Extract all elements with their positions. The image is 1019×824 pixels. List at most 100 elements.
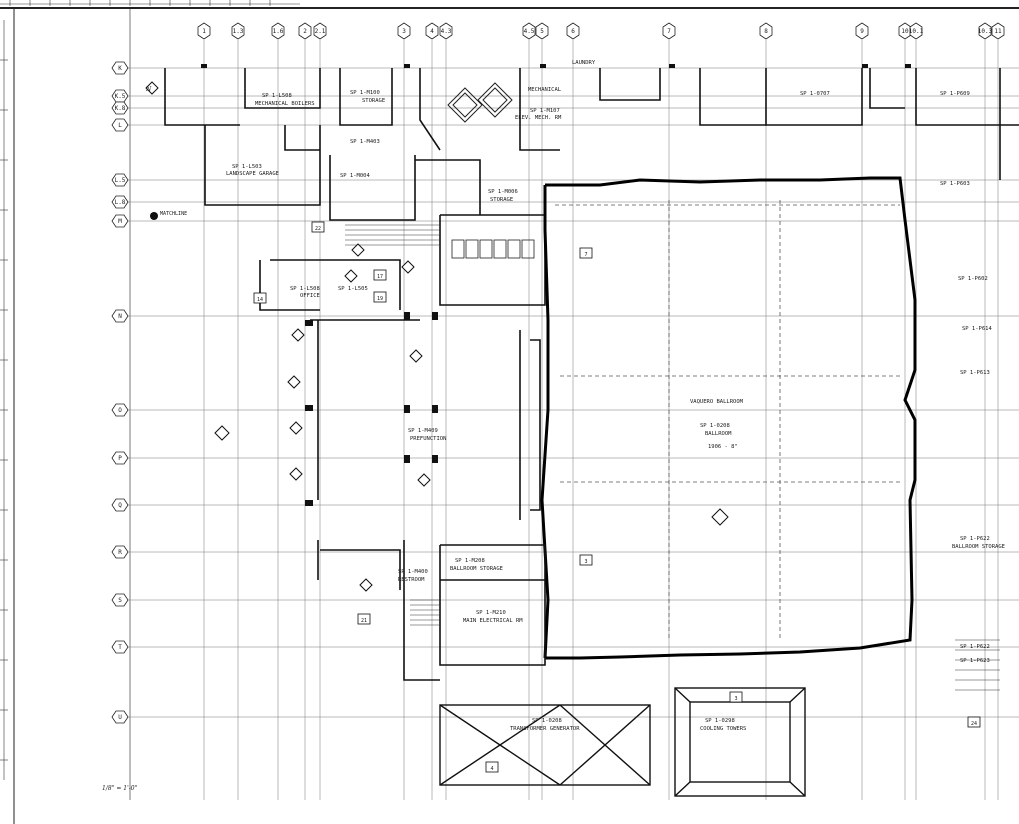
column-bubble — [231, 22, 245, 40]
matchline: MATCHLINE — [150, 211, 187, 220]
room-tag: SP 1-P602 — [958, 276, 988, 282]
row-label: L — [118, 122, 122, 129]
tag-label: 21 — [361, 618, 367, 624]
room-name: PREFUNCTION — [410, 436, 446, 442]
tag-label: 19 — [377, 296, 383, 302]
column-label: 1 — [202, 28, 206, 35]
column-bubble — [566, 22, 580, 40]
room-name: MECHANICAL — [528, 87, 562, 93]
row-label: T — [118, 644, 122, 651]
column-bubble — [522, 22, 536, 40]
row-label: L.5 — [115, 177, 126, 184]
hand-notes: 1/8" = 1'-0" N — [102, 86, 152, 792]
room-tag: SP 1-P603 — [940, 181, 970, 187]
column-markers — [201, 64, 911, 506]
top-ruler — [0, 0, 300, 6]
room-tag: SP 1-L508 — [262, 93, 292, 99]
room-tag: SP 1-0298 — [705, 718, 735, 724]
room-tag: SP 1-M409 — [408, 428, 438, 434]
column-bubble — [425, 22, 439, 40]
row-label: K.5 — [115, 93, 126, 100]
column-label: 10.1 — [909, 28, 924, 35]
column-bubble — [535, 22, 549, 40]
room-tag: SP 1-M403 — [350, 139, 380, 145]
ballroom-partitions — [555, 200, 900, 640]
room-tag: SP 1-P614 — [962, 326, 992, 332]
row-bubble — [111, 593, 129, 607]
scale-note: 1/8" = 1'-0" — [102, 785, 138, 792]
room-name: TRANSFORMER GENERATOR — [510, 726, 580, 732]
column-label: 10.3 — [978, 28, 993, 35]
tag-label: 17 — [377, 274, 383, 280]
room-tag: SP 1-0208 — [532, 718, 562, 724]
column-bubble — [313, 22, 327, 40]
stair-hatch — [345, 224, 1000, 691]
room-tag: SP 1-P622 — [960, 644, 990, 650]
tag-label: 4 — [490, 766, 493, 772]
room-tag: SP 1-M400 — [398, 569, 428, 575]
column-bubble — [978, 22, 992, 40]
tag-label: 22 — [315, 226, 321, 232]
row-label: L.8 — [115, 199, 126, 206]
tag-label: 14 — [257, 297, 263, 303]
column-label: 7 — [667, 28, 671, 35]
room-name: RESTROOM — [398, 577, 425, 583]
column-label: 6 — [571, 28, 575, 35]
tag-label: 7 — [584, 252, 587, 258]
row-bubble — [111, 309, 129, 323]
matchline-label: MATCHLINE — [160, 211, 187, 217]
sheet-border — [0, 7, 1019, 824]
room-labels: SP 1-L508 MECHANICAL BOILERS SP 1-M100 S… — [226, 60, 1005, 732]
row-bubble — [111, 545, 129, 559]
row-labels: K K.5 K.8 L L.5 L.8 M N O P Q R S T U — [115, 65, 126, 721]
row-label: K — [118, 65, 122, 72]
room-tag: SP 1-L505 — [338, 286, 368, 292]
room-tag: SP 1-M004 — [340, 173, 370, 179]
column-bubble — [397, 22, 411, 40]
column-bubble — [909, 22, 923, 40]
room-tag: SP 1-P613 — [960, 370, 990, 376]
row-label: O — [118, 407, 122, 414]
column-label: 4.5 — [524, 28, 535, 35]
row-bubble — [111, 61, 129, 75]
room-tag: SP 1-M208 — [455, 558, 485, 564]
column-bubble — [271, 22, 285, 40]
row-bubble — [111, 451, 129, 465]
room-name: LAUNDRY — [572, 60, 596, 66]
column-bubble — [855, 22, 869, 40]
area-note: 1906 - 8" — [708, 444, 738, 450]
room-tag: SP 1-0707 — [800, 91, 830, 97]
column-labels: 1 1.3 1.6 2 2.1 3 4 4.3 4.5 5 6 7 8 9 10… — [202, 28, 1002, 35]
room-name: VAQUERO BALLROOM — [690, 399, 744, 405]
column-label: 2.1 — [315, 28, 326, 35]
row-label: K.8 — [115, 105, 126, 112]
column-bubble — [197, 22, 211, 40]
row-label: R — [118, 549, 122, 556]
room-tag: SP 1-L508 — [290, 286, 320, 292]
row-grid-lines — [128, 67, 1019, 718]
room-name: BALLROOM — [705, 431, 732, 437]
room-tag: SP 1-L503 — [232, 164, 262, 170]
row-label: S — [118, 597, 122, 604]
row-label: U — [118, 714, 122, 721]
row-bubble — [111, 214, 129, 228]
column-label: 5 — [540, 28, 544, 35]
column-label: 1.3 — [233, 28, 244, 35]
tag-label: 3 — [734, 696, 737, 702]
room-tag: SP 1-M107 — [530, 108, 560, 114]
room-name: LANDSCAPE GARAGE — [226, 171, 279, 177]
room-name: MAIN ELECTRICAL RM — [463, 618, 523, 624]
column-bubble — [991, 22, 1005, 40]
room-tag: SP 1-P622 — [960, 536, 990, 542]
column-label: 1.6 — [273, 28, 284, 35]
room-tag: SP 1-M100 — [350, 90, 380, 96]
north-arrow: N — [145, 86, 152, 93]
room-name: COOLING TOWERS — [700, 726, 746, 732]
service-walls — [164, 68, 1019, 311]
column-bubble — [662, 22, 676, 40]
column-label: 10 — [901, 28, 909, 35]
column-bubble — [759, 22, 773, 40]
room-name: MECHANICAL BOILERS — [255, 101, 315, 107]
room-name: BALLROOM STORAGE — [952, 544, 1005, 550]
